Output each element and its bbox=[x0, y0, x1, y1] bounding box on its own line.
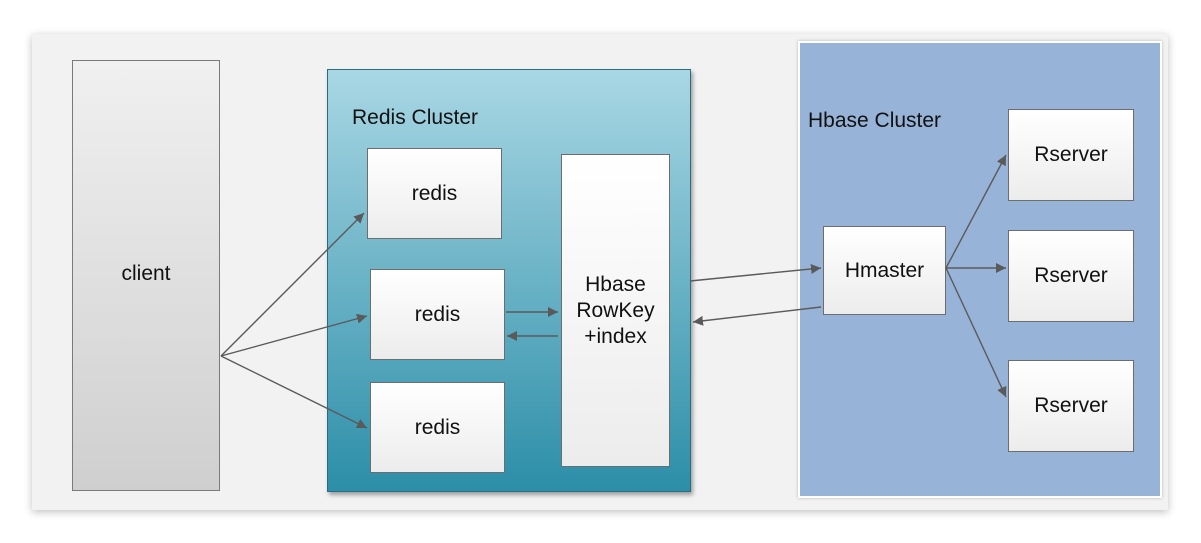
hmaster-box: Hmaster bbox=[823, 226, 946, 315]
rserver-box-1: Rserver bbox=[1008, 109, 1134, 201]
redis-node-3: redis bbox=[370, 382, 505, 473]
hbase-cluster-title: Hbase Cluster bbox=[808, 109, 942, 132]
rserver-box-3: Rserver bbox=[1008, 360, 1134, 452]
redis-node-2: redis bbox=[370, 269, 505, 360]
redis-node-1: redis bbox=[367, 148, 502, 239]
hbase-rowkey-index-box: Hbase RowKey +index bbox=[561, 154, 670, 467]
client-box bbox=[72, 60, 220, 491]
redis-cluster-title: Redis Cluster bbox=[352, 106, 479, 129]
client-label: client bbox=[121, 262, 171, 285]
rserver-box-2: Rserver bbox=[1008, 230, 1134, 322]
